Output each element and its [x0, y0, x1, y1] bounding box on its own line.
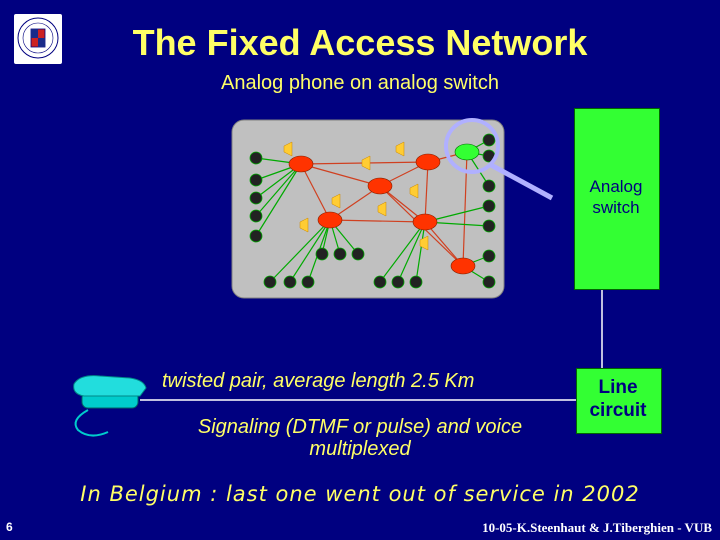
slide-title: The Fixed Access Network — [132, 22, 588, 63]
analog-switch-label: Analog switch — [589, 177, 643, 217]
belgium-note: In Belgium : last one went out of servic… — [80, 482, 640, 506]
page-number: 6 — [6, 520, 13, 534]
twisted-pair-text: twisted pair, average length 2.5 Km — [162, 370, 475, 392]
line-circuit-label: Line circuit — [589, 377, 647, 421]
university-logo — [14, 14, 62, 64]
footer-credit: 10-05-K.Steenhaut & J.Tiberghien - VUB — [482, 520, 712, 535]
signaling-text: Signaling (DTMF or pulse) and voice mult… — [197, 416, 523, 460]
analog-switch-box — [574, 108, 660, 290]
analog-telephone-icon — [73, 375, 147, 437]
network-diagram — [231, 119, 505, 299]
magnifying-glass-icon — [444, 118, 554, 201]
slide-subtitle: Analog phone on analog switch — [221, 72, 499, 94]
line-circuit-box — [576, 368, 662, 434]
